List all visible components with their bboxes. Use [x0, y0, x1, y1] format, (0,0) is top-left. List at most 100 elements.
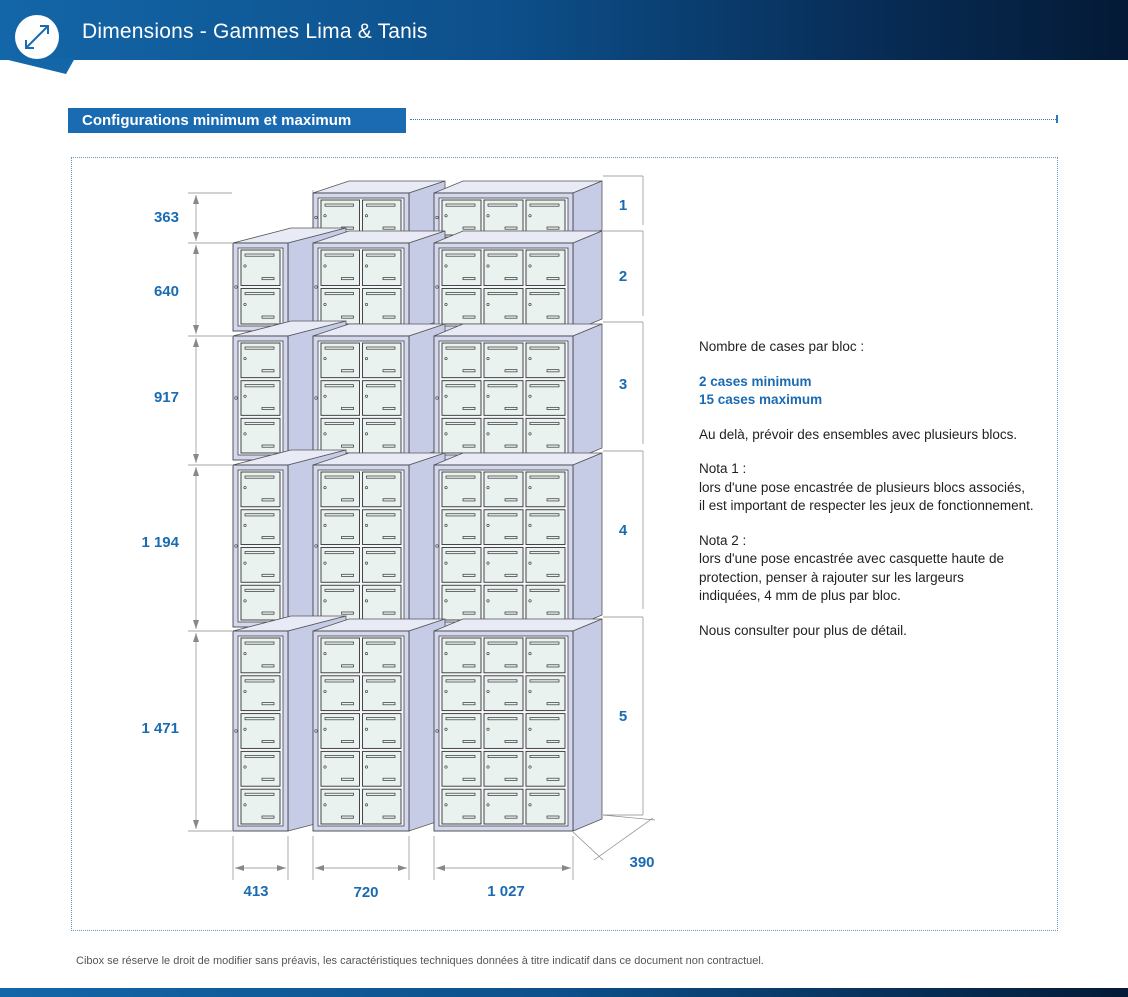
name-slot [487, 551, 518, 555]
notes-max-cases: 15 cases maximum [699, 392, 823, 407]
door-handle [504, 573, 518, 577]
name-slot [445, 641, 476, 645]
notes-intro: Nombre de cases par bloc : [699, 339, 865, 354]
door-lock [528, 727, 532, 731]
name-slot [324, 641, 354, 645]
mailbox-door [525, 417, 566, 454]
name-slot [445, 792, 476, 796]
name-slot [529, 384, 560, 388]
door-handle [341, 444, 354, 448]
door-handle [504, 226, 518, 230]
door-handle [462, 702, 476, 706]
door-lock [243, 486, 247, 490]
name-slot [324, 346, 354, 350]
door-handle [546, 740, 560, 743]
door-handle [341, 369, 354, 373]
door-handle [341, 536, 354, 540]
door-lock [243, 689, 247, 693]
door-lock [486, 432, 490, 436]
name-slot [324, 203, 354, 207]
door-lock [243, 561, 247, 565]
dimension-arrow [562, 865, 571, 871]
block-key-hole [234, 396, 238, 400]
door-lock [444, 689, 448, 693]
name-slot [487, 641, 518, 645]
name-slot [445, 384, 476, 388]
door-lock [323, 357, 327, 361]
row-label-5: 5 [619, 708, 627, 725]
row-label-1: 1 [619, 197, 627, 214]
door-lock [486, 264, 490, 268]
door-handle [462, 444, 476, 448]
door-handle [504, 611, 518, 615]
door-handle [261, 277, 275, 281]
name-slot [487, 346, 518, 350]
door-lock [323, 214, 327, 218]
mailbox-block [433, 618, 603, 832]
name-slot [445, 253, 476, 257]
door-handle [341, 406, 354, 410]
door-handle [546, 406, 560, 410]
door-lock [243, 302, 247, 306]
door-lock [364, 432, 368, 436]
name-slot [487, 475, 518, 479]
name-slot [529, 588, 560, 592]
name-slot [366, 475, 396, 479]
name-slot [244, 588, 275, 592]
door-lock [243, 803, 247, 807]
door-handle [261, 740, 275, 743]
height-label-3: 917 [154, 389, 179, 406]
door-handle [504, 406, 518, 410]
mailbox-block [433, 452, 603, 628]
name-slot [244, 641, 275, 645]
door-handle [261, 536, 275, 540]
door-lock [444, 803, 448, 807]
door-lock [243, 523, 247, 527]
door-lock [528, 394, 532, 398]
door-lock [444, 357, 448, 361]
name-slot [324, 679, 354, 683]
mailbox-block [312, 452, 446, 628]
door-handle [504, 702, 518, 706]
door-handle [382, 369, 396, 373]
nota1-line1: lors d'une pose encastrée de plusieurs b… [699, 479, 1026, 495]
dimension-arrow [193, 820, 199, 829]
door-handle [341, 777, 354, 781]
name-slot [244, 384, 275, 388]
door-lock [243, 599, 247, 603]
block-side-face [572, 618, 603, 832]
door-lock [486, 214, 490, 218]
block-key-hole [435, 285, 439, 289]
name-slot [324, 475, 354, 479]
name-slot [244, 253, 275, 257]
name-slot [366, 551, 396, 555]
door-handle [261, 573, 275, 577]
door-lock [528, 302, 532, 306]
door-handle [546, 777, 560, 781]
door-handle [504, 444, 518, 448]
notes-beyond: Au delà, prévoir des ensembles avec plus… [699, 426, 1018, 442]
door-lock [323, 264, 327, 268]
name-slot [529, 253, 560, 257]
name-slot [366, 679, 396, 683]
door-lock [486, 652, 490, 656]
door-lock [486, 357, 490, 361]
mailbox-block [433, 230, 603, 332]
mailbox-door [320, 750, 360, 787]
nota2-line2: protection, penser à rajouter sur les la… [699, 569, 964, 585]
name-slot [529, 551, 560, 555]
door-handle [382, 702, 396, 706]
name-slot [529, 641, 560, 645]
door-lock [528, 486, 532, 490]
door-lock [364, 523, 368, 527]
door-lock [444, 214, 448, 218]
name-slot [366, 792, 396, 796]
door-lock [528, 264, 532, 268]
block-key-hole [314, 396, 318, 400]
notes-consult: Nous consulter pour plus de détail. [699, 622, 907, 638]
door-handle [546, 664, 560, 668]
name-slot [487, 588, 518, 592]
door-handle [462, 611, 476, 615]
name-slot [445, 679, 476, 683]
name-slot [487, 679, 518, 683]
